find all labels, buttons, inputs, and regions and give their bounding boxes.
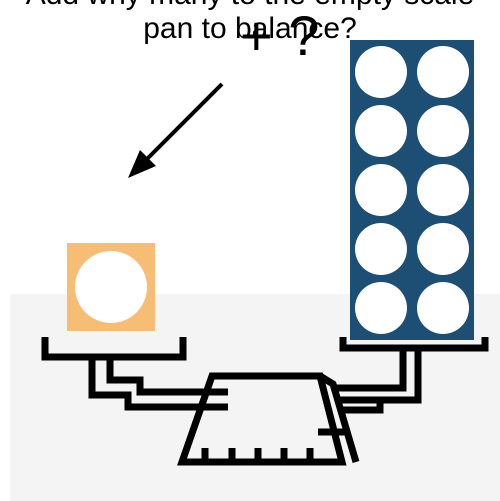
- right-block-dot: [355, 46, 407, 98]
- right-block-dot: [417, 46, 469, 98]
- arrow-down-left-icon: [128, 84, 222, 178]
- right-pan-block: [350, 40, 474, 340]
- right-block-dot: [355, 105, 407, 157]
- right-block-dot: [355, 223, 407, 275]
- right-block-dot: [417, 282, 469, 334]
- right-block-dot: [355, 164, 407, 216]
- left-pan-block: [67, 243, 155, 331]
- right-block-dot: [417, 105, 469, 157]
- left-block-dot: [75, 251, 147, 323]
- right-block-dot: [417, 223, 469, 275]
- right-block-dot: [417, 164, 469, 216]
- right-block-dot: [355, 282, 407, 334]
